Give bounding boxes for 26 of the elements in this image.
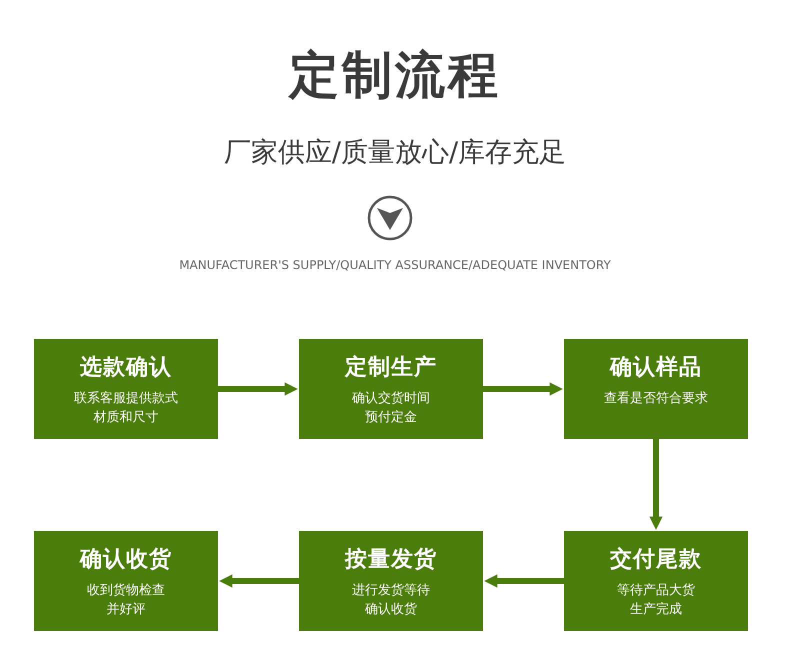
step-title: 定制生产 [344,354,438,382]
subtitle: 厂家供应/质量放心/库存充足 [222,136,568,170]
step-box [564,339,748,439]
step-description: 等待产品大货生产完成 [616,582,696,619]
step-title: 确认收货 [78,546,173,574]
step-title: 交付尾款 [609,546,703,574]
arrow [483,382,563,396]
step-description: 进行发货等待确认收货 [351,582,431,619]
step-box [564,531,748,631]
step-box [299,531,483,631]
step-description: 收到货物检查并好评 [86,582,166,619]
arrow [484,574,564,588]
arrow [649,439,663,530]
title: 定制流程 [287,45,502,106]
step-title: 选款确认 [79,354,173,382]
step-box [299,339,483,439]
step-title: 按量发货 [344,546,438,574]
step-title: 确认样品 [608,354,703,382]
arrow [219,574,299,588]
step-box [34,531,218,631]
arrow [218,382,298,396]
step-description: 查看是否符合要求 [603,390,709,408]
step-description: 联系客服提供款式材质和尺寸 [73,390,179,427]
step-box [34,339,218,439]
subtitle-english: MANUFACTURER'S SUPPLY/QUALITY ASSURANCE/ADEQUATE INVENTORY [178,257,612,273]
step-description: 确认交货时间预付定金 [351,390,431,427]
